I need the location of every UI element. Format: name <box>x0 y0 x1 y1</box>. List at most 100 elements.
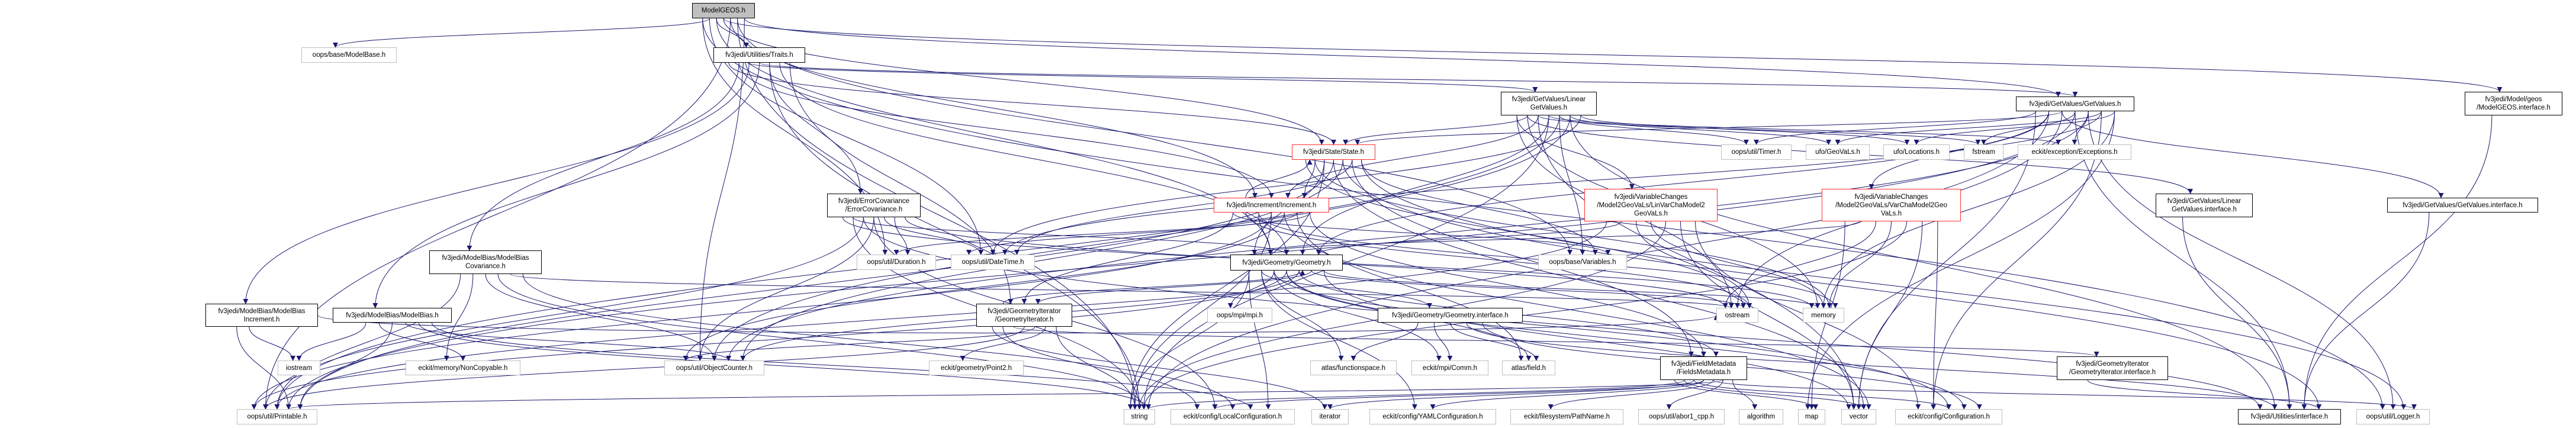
edge-getv-to-timer <box>1754 111 2036 145</box>
edge-biascov-to-noncopy <box>443 273 474 361</box>
edge-getv-to-config <box>1931 111 2102 410</box>
node-yaml: eckit/config/YAMLConfiguration.h <box>1369 409 1496 424</box>
edge-incr-to-fieldsmeta <box>1310 212 1706 357</box>
edge-fieldsmeta-to-pathname <box>1548 379 1714 410</box>
edge-getvif-to-utilif <box>2301 212 2430 410</box>
edge-linget-to-fstream <box>1538 115 1981 145</box>
edge-traits-to-incr <box>738 62 1274 198</box>
edge-geom-to-mpi <box>1227 270 1275 308</box>
edge-geosif-to-utilif <box>2301 115 2493 410</box>
node-comm: eckit/mpi/Comm.h <box>1411 361 1488 375</box>
edge-fieldsmeta-to-abor1 <box>1666 379 1723 410</box>
node-state[interactable]: fv3jedi/State/State.h <box>1292 144 1375 160</box>
node-linif[interactable]: fv3jedi/GetValues/Linear GetValues.inter… <box>2156 194 2253 217</box>
edge-linget-to-variables <box>1559 115 1586 255</box>
edge-geoit-to-geom <box>1002 270 1305 304</box>
edge-traits-to-biasinc <box>243 62 750 304</box>
node-errcov[interactable]: fv3jedi/ErrorCovariance /ErrorCovariance… <box>827 194 921 217</box>
edge-getv-to-utilif <box>2075 111 2292 410</box>
edge-state-to-utilif <box>1342 159 2322 410</box>
edge-lvc-to-memory <box>1651 221 1826 308</box>
edge-geomif-to-comm <box>1433 322 1453 361</box>
edge-linget-to-vector <box>1538 115 1857 410</box>
node-getvif[interactable]: fv3jedi/GetValues/GetValues.interface.h <box>2387 198 2538 213</box>
edge-linget-to-objcount <box>712 115 1571 361</box>
node-string: string <box>1124 409 1155 424</box>
node-ostream: ostream <box>1716 308 1758 323</box>
node-geos[interactable]: ModelGEOS.h <box>692 3 755 18</box>
edge-linget-to-datetime <box>990 115 1581 255</box>
edge-geom-to-config <box>1286 270 1967 410</box>
node-fstream: fstream <box>1964 144 2003 160</box>
node-logger: oops/util/Logger.h <box>2356 409 2430 424</box>
edge-traits-to-geom <box>779 62 1289 255</box>
edge-incr-to-state <box>1245 159 1313 198</box>
edge-traits-to-biascov <box>467 62 739 251</box>
edge-geoit-to-objcount <box>683 326 1035 361</box>
edge-geos-to-geosif <box>723 18 2503 92</box>
edge-biascov-to-objcount <box>485 273 717 361</box>
edge-vc-to-config <box>1931 221 1938 410</box>
node-geovals: ufo/GeoVaLs.h <box>1806 144 1870 160</box>
edge-geom-to-utilif <box>1273 270 2263 410</box>
node-geom[interactable]: fv3jedi/Geometry/Geometry.h <box>1230 255 1343 271</box>
edge-traits-to-getv <box>759 62 2077 97</box>
node-abor1: oops/util/abor1_cpp.h <box>1638 409 1725 424</box>
edge-biasinc-to-printable <box>236 326 291 410</box>
edge-getv-to-objcount <box>726 111 2089 361</box>
edge-vc-to-ostream <box>1722 221 1876 308</box>
node-getv[interactable]: fv3jedi/GetValues/GetValues.h <box>2016 96 2134 111</box>
node-memory: memory <box>1803 308 1844 323</box>
node-objcount: oops/util/ObjectCounter.h <box>664 361 764 375</box>
edge-incr-to-string <box>1132 212 1272 410</box>
edge-fieldsmeta-to-string <box>1146 379 1685 410</box>
node-field: atlas/field.h <box>1502 361 1555 375</box>
node-pathname: eckit/filesystem/PathName.h <box>1510 409 1623 424</box>
edge-biascov-to-localconf <box>522 273 1236 410</box>
node-variables: oops/base/Variables.h <box>1538 255 1627 270</box>
edge-linget-to-exceptions <box>1548 115 2061 145</box>
edge-linget-to-utilif <box>1570 115 2278 410</box>
node-geomif[interactable]: fv3jedi/Geometry/Geometry.interface.h <box>1378 308 1523 323</box>
node-lvc[interactable]: fv3jedi/VariableChanges /Model2GeoVaLs/L… <box>1584 189 1718 221</box>
edge-fieldsmeta-to-logger <box>1713 379 2417 410</box>
edge-incr-to-ostream <box>1245 212 1752 308</box>
edge-linget-to-string <box>1141 115 1549 410</box>
node-linget[interactable]: fv3jedi/GetValues/Linear GetValues.h <box>1501 92 1597 115</box>
edge-geom-to-memory <box>1323 270 1821 308</box>
node-traits[interactable]: fv3jedi/Utilities/Traits.h <box>713 47 805 63</box>
edge-geoit-to-point2 <box>960 326 1046 361</box>
node-algorithm: algorithm <box>1739 409 1783 424</box>
edge-errcov-to-duration <box>894 217 911 255</box>
node-point2: eckit/geometry/Point2.h <box>929 361 1024 375</box>
node-bias[interactable]: fv3jedi/ModelBias/ModelBias.h <box>333 308 452 323</box>
node-locations: ufo/Locations.h <box>1883 144 1950 160</box>
edge-geom-to-comm <box>1273 270 1442 361</box>
node-geoitif[interactable]: fv3jedi/GeometryIterator /GeometryIterat… <box>2057 356 2168 380</box>
node-incr[interactable]: fv3jedi/Increment/Increment.h <box>1214 198 1329 213</box>
edge-geos-to-logger <box>702 18 2385 410</box>
edge-geos-to-getv <box>744 18 2061 97</box>
edge-getv-to-locations <box>1913 111 2115 145</box>
node-noncopy: eckit/memory/NonCopyable.h <box>406 361 520 375</box>
edge-lvc-to-ostream <box>1636 221 1752 308</box>
node-iterator: iterator <box>1311 409 1349 424</box>
node-biascov[interactable]: fv3jedi/ModelBias/ModelBias Covariance.h <box>429 250 542 274</box>
edge-bias-to-objcount <box>405 322 732 361</box>
node-fieldsmeta[interactable]: fv3jedi/FieldMetadata /FieldsMetadata.h <box>1660 356 1747 380</box>
edge-errcov-to-geom <box>853 217 1289 255</box>
edge-geomif-to-field <box>1450 322 1539 361</box>
edge-geoit-to-iterator <box>992 326 1327 410</box>
node-geoit[interactable]: fv3jedi/GeometryIterator /GeometryIterat… <box>976 304 1072 327</box>
node-geosif[interactable]: fv3jedi/Model/geos /ModelGEOS.interface.… <box>2465 92 2562 115</box>
node-utilif[interactable]: fv3jedi/Utilities/interface.h <box>2238 409 2341 424</box>
edge-incr-to-variables <box>1233 212 1611 255</box>
edge-linif-to-utilif <box>2182 217 2292 410</box>
edge-geom-to-vector <box>1323 270 1852 410</box>
node-datetime: oops/util/DateTime.h <box>951 255 1035 270</box>
edge-linget-to-geovals <box>1570 115 1831 145</box>
node-vc[interactable]: fv3jedi/VariableChanges /Model2GeoVaLs/V… <box>1822 189 1961 221</box>
node-biasinc[interactable]: fv3jedi/ModelBias/ModelBias Increment.h <box>205 304 318 327</box>
edge-geoitif-to-utilif <box>2087 379 2322 410</box>
